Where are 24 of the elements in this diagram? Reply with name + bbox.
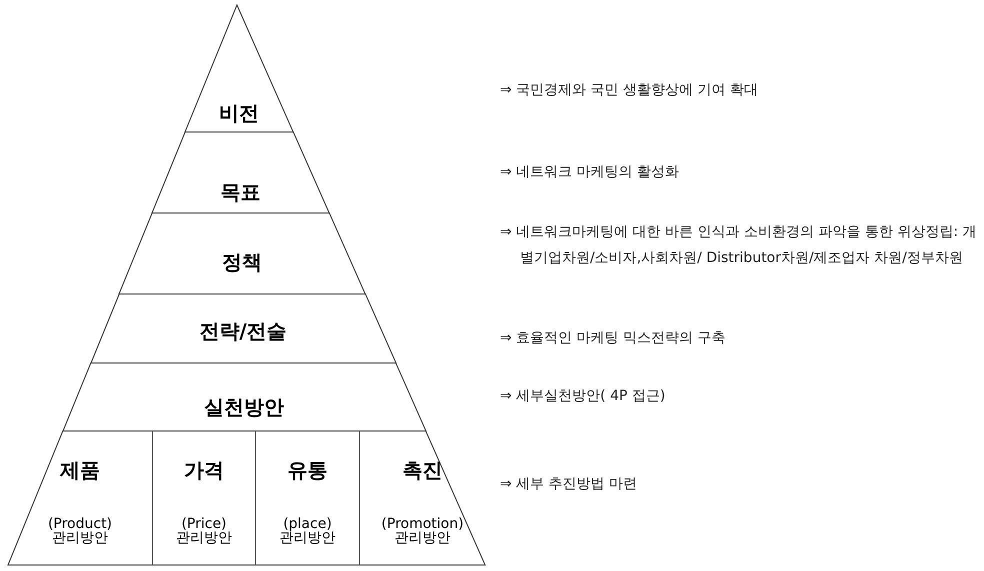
- annotation-text: ⇒ 세부 추진방법 마련: [500, 475, 638, 494]
- pyramid-layer: [90, 294, 396, 363]
- layer-title: 목표: [220, 182, 262, 202]
- pyramid-layer: [62, 363, 426, 431]
- pyramid-layer: [118, 213, 366, 294]
- layer-title: 비전: [218, 103, 260, 123]
- annotation-text: ⇒ 네트워크 마케팅의 활성화: [500, 163, 680, 182]
- annotation-text: ⇒ 국민경제와 국민 생활향상에 기여 확대: [500, 81, 759, 100]
- cell-subtitle: (Product) 관리방안: [48, 517, 112, 545]
- layer-title: 정책: [220, 252, 263, 272]
- annotation-text: ⇒ 세부실천방안( 4P 접근): [500, 387, 666, 406]
- cell-title: 유통: [286, 460, 328, 480]
- layer-title: 실천방안: [203, 397, 286, 417]
- annotation-text: ⇒ 효율적인 마케팅 믹스전략의 구축: [500, 329, 727, 348]
- cell-title: 가격: [182, 460, 225, 480]
- layer-title: 전략/전술: [198, 321, 288, 341]
- cell-subtitle: (Price) 관리방안: [176, 517, 232, 545]
- cell-subtitle: (Promotion) 관리방안: [381, 517, 464, 545]
- pyramid-layer: [185, 5, 294, 132]
- cell-title: 촉진: [401, 460, 444, 480]
- cell-title: 제품: [58, 460, 101, 480]
- cell-subtitle: (place) 관리방안: [279, 517, 336, 545]
- pyramid-layer: [152, 132, 330, 213]
- annotation-text: ⇒ 네트워크마케팅에 대한 바른 인식과 소비환경의 파악을 통한 위상정립: 개별기업차원/소비자,사회차원/ Distributor차원/제조업자 차원/정부차원: [500, 223, 978, 268]
